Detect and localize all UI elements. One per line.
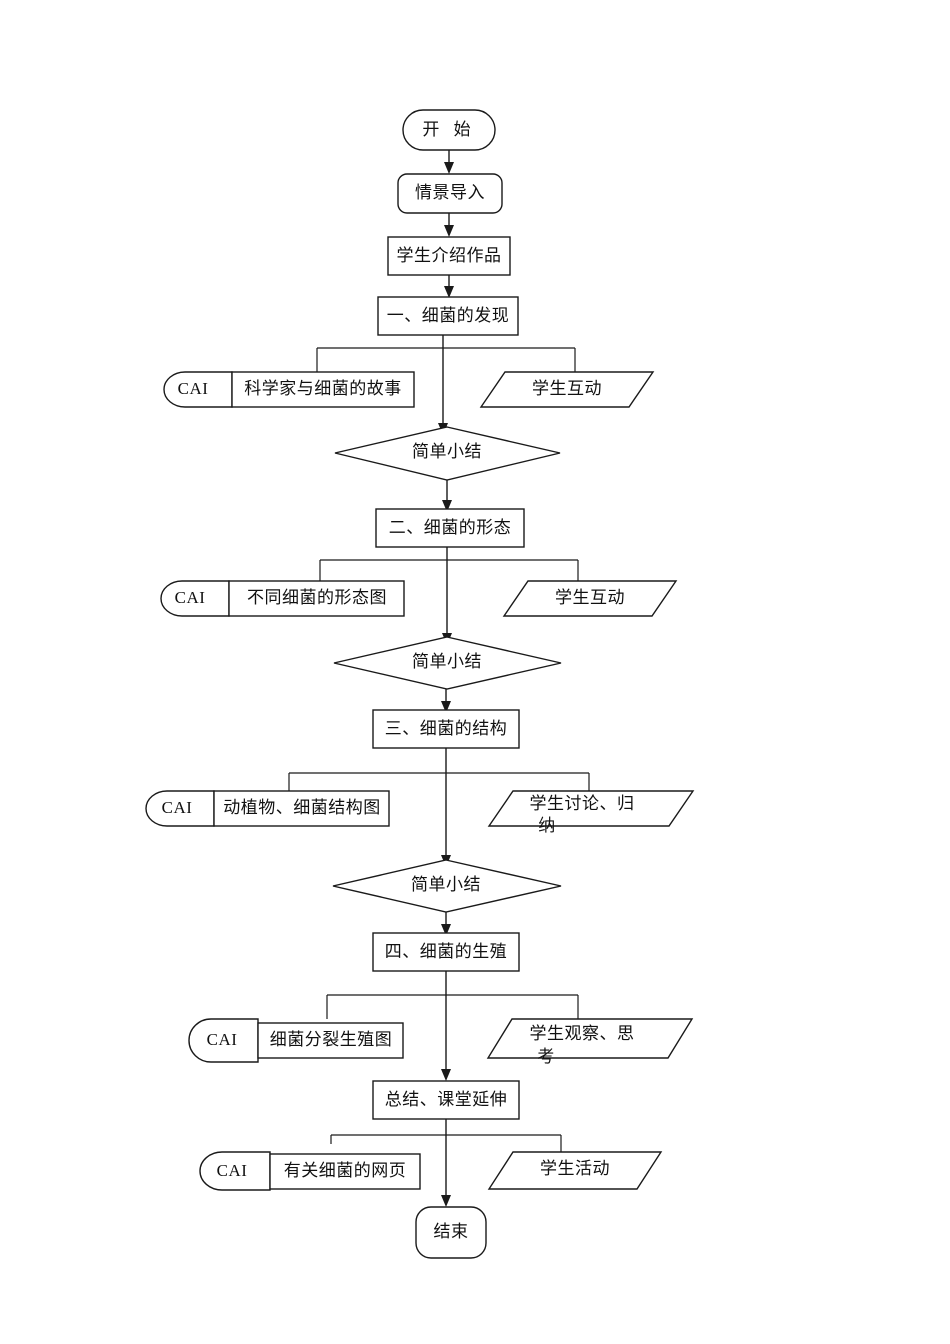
node-cai3-tag: CAI <box>162 798 193 817</box>
node-conclusion-label: 总结、课堂延伸 <box>385 1090 508 1109</box>
node-section4-label: 四、细菌的生殖 <box>385 942 508 961</box>
connector-conclusion-branch <box>330 1118 562 1207</box>
node-end-label: 结束 <box>434 1222 469 1241</box>
node-interact3-label-line1: 学生讨论、归 <box>530 794 635 813</box>
node-cai4-label: 细菌分裂生殖图 <box>270 1030 393 1049</box>
node-interact3[interactable]: 学生讨论、归 纳 <box>487 790 695 835</box>
node-intro-label: 情景导入 <box>415 183 485 202</box>
node-interact5[interactable]: 学生活动 <box>487 1151 663 1190</box>
node-student-present[interactable]: 学生介绍作品 <box>387 236 511 276</box>
node-interact4-label-line2: 考 <box>537 1047 555 1066</box>
connector-summary3-section4 <box>441 912 451 936</box>
node-cai2[interactable]: CAI 不同细菌的形态图 <box>160 580 405 617</box>
node-cai2-tag: CAI <box>175 588 206 607</box>
node-summary3-label: 简单小结 <box>411 875 481 894</box>
node-interact4-label-line1: 学生观察、思 <box>530 1024 635 1043</box>
node-cai3-label: 动植物、细菌结构图 <box>223 798 381 817</box>
node-section4[interactable]: 四、细菌的生殖 <box>372 932 520 972</box>
node-section1-label: 一、细菌的发现 <box>387 306 510 325</box>
node-cai2-label: 不同细菌的形态图 <box>247 588 387 607</box>
node-cai4-tag: CAI <box>207 1030 238 1049</box>
node-interact4[interactable]: 学生观察、思 考 <box>486 1018 694 1066</box>
node-student-present-label: 学生介绍作品 <box>397 246 502 265</box>
node-cai1[interactable]: CAI 科学家与细菌的故事 <box>163 371 415 408</box>
node-interact1-label: 学生互动 <box>532 379 602 398</box>
node-cai1-tag: CAI <box>178 379 209 398</box>
connector-summary1-section2 <box>442 480 452 512</box>
node-summary2-label: 简单小结 <box>412 652 482 671</box>
node-interact2-label: 学生互动 <box>555 588 625 607</box>
connector-intro-present <box>444 213 454 237</box>
node-section1[interactable]: 一、细菌的发现 <box>377 296 519 336</box>
node-cai5-label: 有关细菌的网页 <box>284 1161 407 1180</box>
node-conclusion[interactable]: 总结、课堂延伸 <box>372 1080 520 1120</box>
node-start-label: 开 始 <box>422 120 475 139</box>
node-cai4[interactable]: CAI 细菌分裂生殖图 <box>188 1018 404 1063</box>
node-section3[interactable]: 三、细菌的结构 <box>372 709 520 749</box>
node-interact1[interactable]: 学生互动 <box>479 371 655 408</box>
node-section2[interactable]: 二、细菌的形态 <box>375 508 525 548</box>
node-summary1-label: 简单小结 <box>412 442 482 461</box>
node-interact2[interactable]: 学生互动 <box>502 580 678 617</box>
connector-start-intro <box>444 150 454 174</box>
node-section2-label: 二、细菌的形态 <box>389 518 512 537</box>
node-intro[interactable]: 情景导入 <box>397 173 503 214</box>
connector-present-section1 <box>444 275 454 298</box>
node-cai5-tag: CAI <box>217 1161 248 1180</box>
node-interact5-label: 学生活动 <box>540 1159 610 1178</box>
node-cai1-label: 科学家与细菌的故事 <box>244 379 402 398</box>
connector-summary2-section3 <box>441 689 451 713</box>
node-cai3[interactable]: CAI 动植物、细菌结构图 <box>145 790 390 827</box>
node-section3-label: 三、细菌的结构 <box>385 719 508 738</box>
node-summary1[interactable]: 简单小结 <box>334 426 561 481</box>
node-summary2[interactable]: 简单小结 <box>333 636 562 690</box>
node-summary3[interactable]: 简单小结 <box>332 859 562 913</box>
node-end[interactable]: 结束 <box>415 1206 487 1259</box>
node-cai5[interactable]: CAI 有关细菌的网页 <box>199 1151 421 1191</box>
connector-section4-branch <box>326 971 579 1081</box>
node-interact3-label-line2: 纳 <box>538 816 556 835</box>
node-start[interactable]: 开 始 <box>402 109 496 151</box>
